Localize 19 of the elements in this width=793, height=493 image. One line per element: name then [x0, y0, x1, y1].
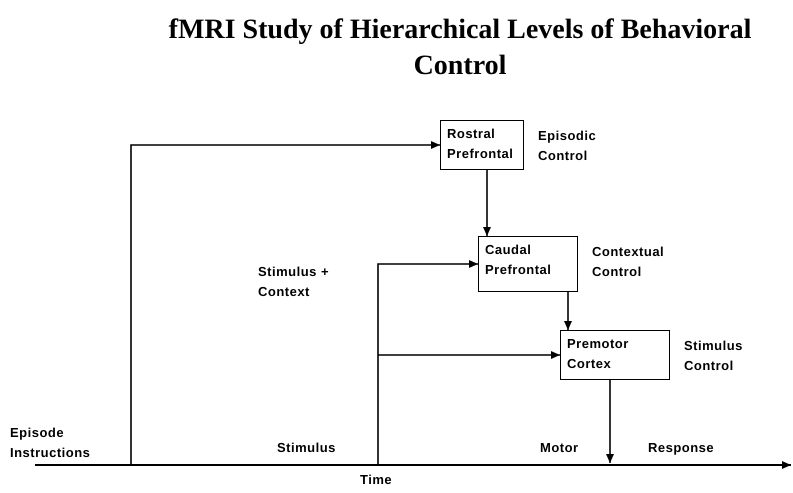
event-label: Response — [648, 439, 716, 457]
arrow — [483, 170, 491, 236]
event-label: Episode Instructions — [10, 424, 92, 462]
level-label: Episodic Control — [538, 127, 598, 165]
event-label: Stimulus + Context — [258, 263, 330, 301]
region-box: Caudal Prefrontal — [478, 236, 578, 292]
level-label: Contextual Control — [592, 243, 666, 281]
event-label: Motor — [540, 439, 580, 457]
arrow — [378, 351, 560, 359]
region-box: Rostral Prefrontal — [440, 120, 524, 170]
arrow — [564, 292, 572, 330]
region-box: Premotor Cortex — [560, 330, 670, 380]
arrow — [130, 141, 440, 465]
level-label: Stimulus Control — [684, 337, 744, 375]
event-label: Stimulus — [277, 439, 337, 457]
arrow — [606, 380, 614, 463]
title: fMRI Study of Hierarchical Levels of Behavioral Control — [168, 13, 752, 83]
axis-label: Time — [360, 471, 394, 489]
arrow — [377, 260, 478, 465]
